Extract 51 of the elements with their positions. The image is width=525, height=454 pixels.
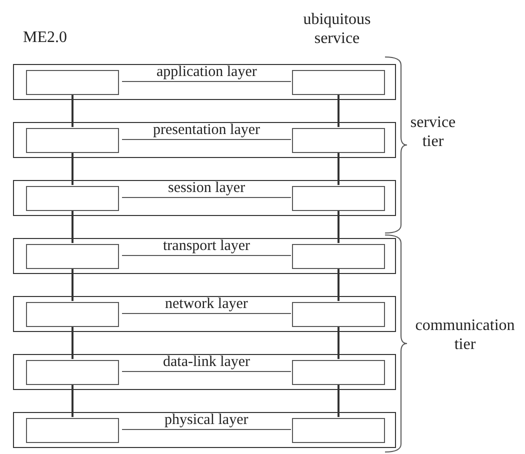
protocol-box bbox=[26, 128, 119, 153]
connector-line bbox=[122, 139, 292, 140]
layer-band bbox=[13, 64, 396, 100]
vertical-connector bbox=[338, 326, 340, 359]
protocol-box bbox=[292, 418, 385, 443]
layer-label: session layer bbox=[168, 180, 246, 196]
protocol-box bbox=[292, 360, 385, 385]
protocol-box bbox=[26, 360, 119, 385]
vertical-connector bbox=[72, 326, 74, 359]
vertical-connector bbox=[338, 268, 340, 301]
connector-line bbox=[122, 429, 292, 430]
vertical-connector bbox=[338, 152, 340, 185]
tier-label: service tier bbox=[409, 113, 457, 151]
layer-label: transport layer bbox=[163, 238, 250, 254]
vertical-connector bbox=[338, 384, 340, 417]
layer-label: physical layer bbox=[164, 412, 248, 428]
protocol-box bbox=[292, 128, 385, 153]
vertical-connector bbox=[72, 384, 74, 417]
vertical-connector bbox=[72, 210, 74, 243]
vertical-connector bbox=[338, 210, 340, 243]
layer-band bbox=[13, 296, 396, 332]
vertical-connector bbox=[338, 94, 340, 127]
protocol-box bbox=[292, 186, 385, 211]
tier-label: communication tier bbox=[414, 316, 516, 354]
protocol-box bbox=[292, 244, 385, 269]
layer-label: data-link layer bbox=[163, 354, 250, 370]
layer-band bbox=[13, 412, 396, 448]
protocol-box bbox=[26, 418, 119, 443]
connector-line bbox=[122, 255, 292, 256]
layer-band bbox=[13, 180, 396, 216]
layer-label: application layer bbox=[156, 64, 257, 80]
vertical-connector bbox=[72, 94, 74, 127]
column-heading: ME2.0 bbox=[23, 28, 67, 47]
connector-line bbox=[122, 81, 292, 82]
protocol-box bbox=[26, 70, 119, 95]
layer-band bbox=[13, 354, 396, 390]
column-heading: ubiquitous service bbox=[302, 10, 372, 48]
protocol-box bbox=[26, 244, 119, 269]
vertical-connector bbox=[72, 152, 74, 185]
protocol-box bbox=[26, 302, 119, 327]
vertical-connector bbox=[72, 268, 74, 301]
protocol-box bbox=[292, 70, 385, 95]
layer-label: network layer bbox=[165, 296, 248, 312]
protocol-box bbox=[26, 186, 119, 211]
layer-band bbox=[13, 238, 396, 274]
connector-line bbox=[122, 313, 292, 314]
protocol-box bbox=[292, 302, 385, 327]
layer-band bbox=[13, 122, 396, 158]
connector-line bbox=[122, 197, 292, 198]
connector-line bbox=[122, 371, 292, 372]
layer-label: presentation layer bbox=[153, 122, 260, 138]
